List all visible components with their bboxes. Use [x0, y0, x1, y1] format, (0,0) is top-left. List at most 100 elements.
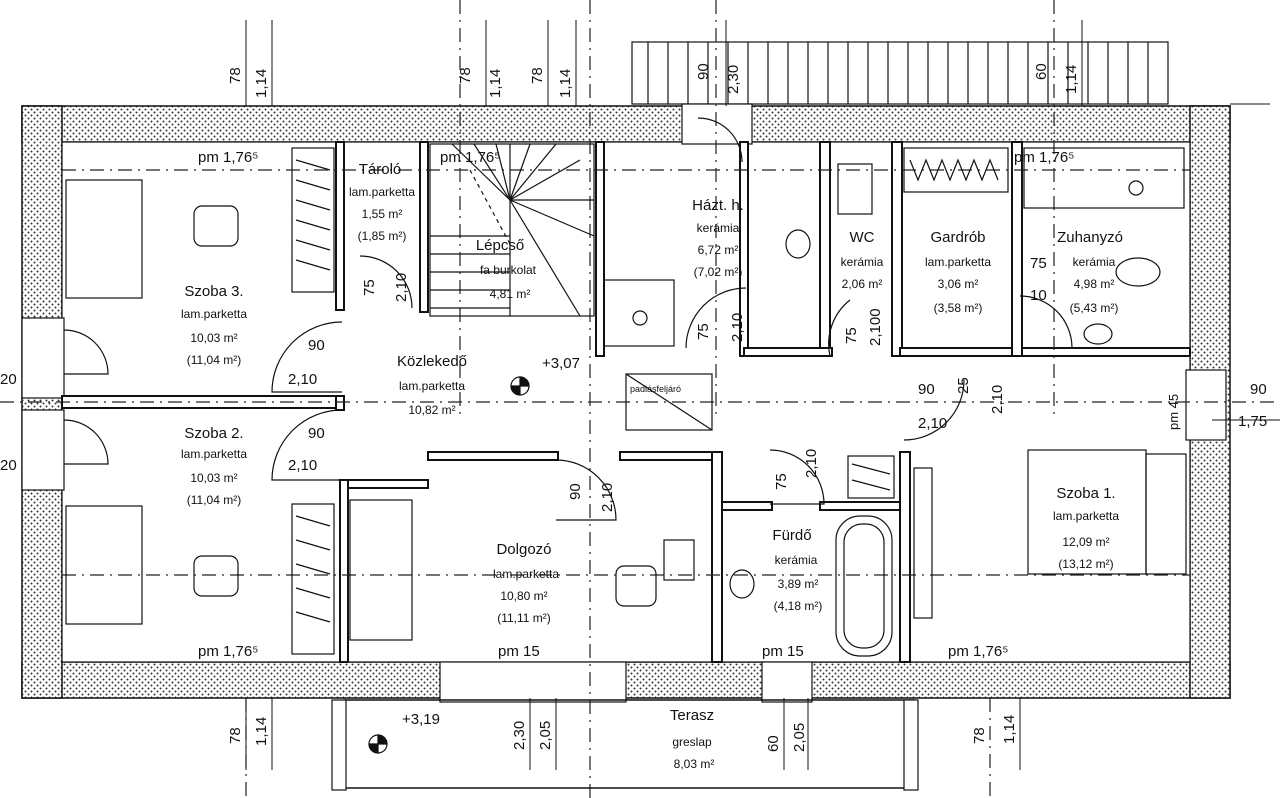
svg-text:75: 75 [1030, 255, 1047, 272]
svg-text:WC: WC [850, 229, 875, 246]
svg-text:(11,11 m²): (11,11 m²) [497, 611, 551, 625]
svg-text:2,10: 2,10 [393, 273, 410, 302]
svg-text:greslap: greslap [672, 735, 712, 749]
svg-text:4,98 m²: 4,98 m² [1074, 277, 1115, 291]
room-hazt: Házt. h. kerámia 6,72 m² (7,02 m²) [692, 197, 744, 279]
svg-text:Fürdő: Fürdő [772, 527, 811, 544]
svg-text:60: 60 [1033, 63, 1050, 80]
svg-text:fa burkolat: fa burkolat [480, 263, 537, 277]
svg-text:25: 25 [955, 377, 972, 394]
svg-text:1,55 m²: 1,55 m² [362, 207, 403, 221]
svg-text:1,14: 1,14 [1063, 65, 1080, 94]
misc-labels: pm 1,76⁵ pm 1,76⁵ pm 1,76⁵ pm 1,76⁵ pm 1… [198, 149, 1181, 728]
svg-text:(3,58 m²): (3,58 m²) [934, 301, 983, 315]
svg-text:2,10: 2,10 [288, 457, 317, 474]
svg-text:(11,04 m²): (11,04 m²) [187, 493, 241, 507]
svg-text:Lépcső: Lépcső [476, 237, 524, 254]
svg-text:90: 90 [918, 381, 935, 398]
svg-text:2,100: 2,100 [867, 308, 884, 346]
svg-text:lam.parketta: lam.parketta [181, 307, 247, 321]
room-terasz: Terasz greslap 8,03 m² [670, 707, 714, 771]
svg-text:kerámia: kerámia [841, 255, 884, 269]
svg-text:pm 15: pm 15 [498, 643, 540, 660]
svg-text:2,05: 2,05 [537, 721, 554, 750]
svg-text:10,82 m²: 10,82 m² [408, 403, 455, 417]
svg-text:2,30: 2,30 [725, 65, 742, 94]
svg-text:kerámia: kerámia [775, 553, 818, 567]
svg-text:90: 90 [1250, 381, 1267, 398]
svg-text:78: 78 [457, 67, 474, 84]
svg-text:78: 78 [227, 727, 244, 744]
svg-text:20: 20 [0, 371, 17, 388]
svg-text:90: 90 [567, 483, 584, 500]
svg-text:Dolgozó: Dolgozó [496, 541, 551, 558]
svg-text:2,10: 2,10 [729, 313, 746, 342]
svg-text:1,14: 1,14 [253, 69, 270, 98]
svg-text:pm 1,76⁵: pm 1,76⁵ [198, 149, 258, 166]
svg-text:lam.parketta: lam.parketta [493, 567, 559, 581]
svg-text:lam.parketta: lam.parketta [399, 379, 465, 393]
dimension-numbers: 78 1,14 78 1,14 78 1,14 90 2,30 60 1,14 … [0, 63, 1267, 752]
svg-text:2,10: 2,10 [989, 385, 1006, 414]
svg-text:12,09 m²: 12,09 m² [1062, 535, 1109, 549]
svg-text:Tároló: Tároló [359, 161, 402, 178]
svg-text:+3,07: +3,07 [542, 355, 580, 372]
svg-text:10,03 m²: 10,03 m² [190, 331, 237, 345]
svg-text:(13,12 m²): (13,12 m²) [1058, 557, 1113, 571]
svg-text:10: 10 [1030, 287, 1047, 304]
door-swings [63, 117, 1073, 521]
svg-text:(4,18 m²): (4,18 m²) [774, 599, 823, 613]
svg-text:lam.parketta: lam.parketta [925, 255, 991, 269]
svg-text:(1,85 m²): (1,85 m²) [358, 229, 407, 243]
svg-text:1,14: 1,14 [1001, 715, 1018, 744]
svg-text:1,75: 1,75 [1238, 413, 1267, 430]
svg-text:Közlekedő: Közlekedő [397, 353, 467, 370]
svg-text:10,80 m²: 10,80 m² [500, 589, 547, 603]
svg-text:20: 20 [0, 457, 17, 474]
room-szoba1: Szoba 1. lam.parketta 12,09 m² (13,12 m²… [1053, 485, 1119, 571]
svg-text:1,14: 1,14 [557, 69, 574, 98]
svg-text:90: 90 [308, 337, 325, 354]
svg-text:3,89 m²: 3,89 m² [778, 577, 819, 591]
svg-text:2,10: 2,10 [918, 415, 947, 432]
svg-text:10,03 m²: 10,03 m² [190, 471, 237, 485]
room-gardrob: Gardrób lam.parketta 3,06 m² (3,58 m²) [925, 229, 991, 315]
svg-text:Terasz: Terasz [670, 707, 714, 724]
svg-text:75: 75 [843, 327, 860, 344]
svg-text:2,10: 2,10 [288, 371, 317, 388]
svg-text:Gardrób: Gardrób [930, 229, 985, 246]
svg-text:padlásfeljáró: padlásfeljáró [630, 384, 681, 394]
furniture [65, 147, 1187, 791]
room-lepcso: Lépcső fa burkolat 4,81 m² [476, 237, 537, 301]
svg-text:lam.parketta: lam.parketta [181, 447, 247, 461]
room-kozlekedo: Közlekedő lam.parketta 10,82 m² [397, 353, 467, 417]
svg-text:2,06 m²: 2,06 m² [842, 277, 883, 291]
svg-text:60: 60 [765, 735, 782, 752]
svg-text:4,81 m²: 4,81 m² [490, 287, 531, 301]
svg-text:(7,02 m²): (7,02 m²) [694, 265, 743, 279]
svg-text:kerámia: kerámia [697, 221, 740, 235]
svg-text:90: 90 [308, 425, 325, 442]
staircase [429, 143, 595, 317]
svg-text:90: 90 [695, 63, 712, 80]
svg-text:2,10: 2,10 [803, 449, 820, 478]
room-wc: WC kerámia 2,06 m² [841, 229, 884, 291]
top-railing [631, 41, 1169, 105]
wall-openings [21, 103, 1227, 703]
room-tarolo: Tároló lam.parketta 1,55 m² (1,85 m²) [349, 161, 415, 243]
svg-text:3,06 m²: 3,06 m² [938, 277, 979, 291]
svg-text:1,14: 1,14 [487, 69, 504, 98]
svg-text:kerámia: kerámia [1073, 255, 1116, 269]
room-szoba3: Szoba 3. lam.parketta 10,03 m² (11,04 m²… [181, 283, 247, 367]
svg-text:75: 75 [695, 323, 712, 340]
svg-text:pm 1,76⁵: pm 1,76⁵ [948, 643, 1008, 660]
room-zuhanyzo: Zuhanyzó kerámia 4,98 m² (5,43 m²) [1057, 229, 1123, 315]
svg-text:pm 15: pm 15 [762, 643, 804, 660]
svg-text:Szoba 2.: Szoba 2. [184, 425, 243, 442]
svg-text:78: 78 [971, 727, 988, 744]
svg-text:pm 45: pm 45 [1166, 394, 1181, 430]
room-szoba2: Szoba 2. lam.parketta 10,03 m² (11,04 m²… [181, 425, 247, 507]
svg-text:78: 78 [529, 67, 546, 84]
room-dolgozo: Dolgozó lam.parketta 10,80 m² (11,11 m²) [493, 541, 559, 625]
